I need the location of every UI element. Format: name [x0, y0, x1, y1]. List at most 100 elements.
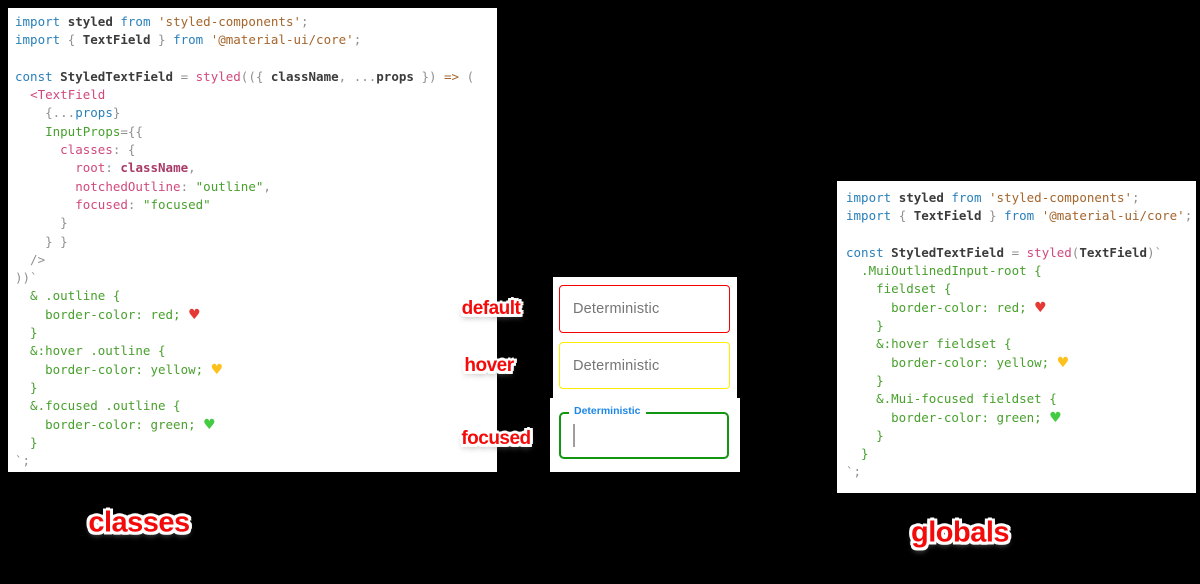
code-token: from	[120, 14, 159, 29]
code-token: (	[1071, 244, 1080, 260]
code-line: fieldset {	[846, 280, 1196, 298]
code-line: }	[846, 427, 1196, 445]
code-token: `;	[846, 464, 862, 480]
code-token: from	[951, 190, 990, 205]
code-token: border-color: red;	[846, 299, 1035, 315]
code-line: &.focused .outline {	[15, 397, 497, 415]
code-token: styled	[67, 14, 121, 29]
code-token: />	[15, 251, 46, 267]
code-line: notchedOutline: "outline",	[15, 178, 497, 196]
code-token: styled	[195, 68, 241, 84]
code-line: const StyledTextField = styled(TextField…	[846, 244, 1196, 262]
code-line: `;	[15, 452, 497, 470]
code-token: className	[270, 68, 339, 84]
code-token: styled	[898, 190, 952, 205]
code-line: import { TextField } from '@material-ui/…	[15, 31, 497, 49]
code-line: }	[15, 379, 497, 397]
textfield-placeholder: Deterministic	[573, 357, 660, 374]
code-token: :	[180, 178, 196, 194]
code-token: }	[15, 325, 38, 341]
code-token	[15, 197, 75, 212]
code-token: import	[846, 190, 899, 205]
code-panel-classes: import styled from 'styled-components';i…	[8, 8, 497, 472]
code-token	[15, 87, 30, 102]
code-token: &.Mui-focused fieldset {	[846, 391, 1057, 407]
code-token: }	[846, 318, 884, 334]
code-token: '@material-ui/core'	[210, 32, 354, 48]
code-token: `;	[15, 453, 31, 469]
heart-green-icon: ♥	[1049, 409, 1062, 426]
code-token	[15, 179, 75, 194]
code-line: & .outline {	[15, 287, 497, 305]
code-line: import styled from 'styled-components';	[846, 189, 1196, 207]
code-token: {	[67, 32, 83, 48]
textfield-focused[interactable]: Deterministic	[559, 406, 729, 459]
code-line: border-color: yellow; ♥	[846, 354, 1196, 372]
code-token: {	[898, 208, 914, 224]
code-token: &.focused .outline {	[15, 398, 181, 414]
code-token: }	[150, 32, 174, 48]
code-line: &:hover .outline {	[15, 342, 497, 360]
code-token: TextField	[1079, 244, 1148, 260]
code-line: {...props}	[15, 104, 497, 122]
code-token: }	[15, 215, 68, 231]
code-line	[15, 50, 497, 68]
code-line: import styled from 'styled-components';	[15, 13, 497, 31]
code-line: }	[846, 372, 1196, 390]
code-token: focused	[75, 196, 128, 212]
code-line: root: className,	[15, 159, 497, 177]
code-token: :	[127, 196, 143, 212]
heart-yellow-icon: ♥	[1056, 354, 1070, 371]
code-token: )`	[1147, 244, 1163, 260]
code-line: }	[15, 434, 497, 452]
textfield-demo-card-bottom: Deterministic	[550, 398, 740, 472]
code-token: TextField	[913, 208, 982, 224]
code-token: }	[846, 446, 869, 462]
code-token: } }	[15, 233, 68, 249]
code-panel-globals: import styled from 'styled-components';i…	[837, 181, 1196, 493]
code-token: from	[1004, 208, 1042, 224]
code-token: className	[120, 160, 189, 176]
code-token: ;	[301, 14, 309, 29]
label-classes: classes	[88, 506, 190, 539]
code-token: const	[15, 68, 61, 84]
text-cursor	[573, 424, 575, 447]
label-focused: focused	[461, 428, 531, 449]
code-token: import	[846, 208, 899, 224]
code-token: import	[15, 32, 68, 48]
code-token: =	[180, 68, 196, 84]
code-token: .MuiOutlinedInput-root {	[846, 263, 1042, 279]
code-line: border-color: red; ♥	[15, 306, 497, 324]
code-token: }	[846, 372, 884, 388]
code-token: "outline"	[195, 178, 264, 194]
heart-red-icon: ♥	[1034, 299, 1047, 316]
textfield-default[interactable]: Deterministic	[559, 285, 730, 333]
code-token: (({	[240, 68, 271, 84]
code-token: TextField	[82, 32, 151, 48]
textfield-hover[interactable]: Deterministic	[559, 342, 730, 389]
code-line: }	[15, 214, 497, 232]
code-token: border-color: yellow;	[15, 361, 211, 377]
code-token: border-color: yellow;	[846, 354, 1057, 370]
code-line: &.Mui-focused fieldset {	[846, 390, 1196, 408]
code-token: ,	[188, 160, 196, 176]
code-token	[15, 160, 75, 175]
code-token: 'styled-components'	[158, 14, 302, 29]
code-token	[15, 124, 45, 139]
code-line: ))`	[15, 269, 497, 287]
code-token: 'styled-components'	[989, 190, 1133, 205]
code-token: =	[1011, 244, 1027, 260]
code-line: border-color: green; ♥	[846, 409, 1196, 427]
label-globals: globals	[910, 516, 1010, 549]
code-token: & .outline {	[15, 288, 121, 304]
code-line: }	[846, 317, 1196, 335]
code-token: (	[466, 68, 475, 84]
code-token: }	[112, 105, 121, 121]
code-line: InputProps={{	[15, 123, 497, 141]
code-token: {...	[15, 105, 76, 121]
code-line: &:hover fieldset {	[846, 335, 1196, 353]
code-token: =>	[444, 68, 467, 84]
code-token: "focused"	[142, 196, 211, 212]
code-token: const	[846, 244, 892, 260]
